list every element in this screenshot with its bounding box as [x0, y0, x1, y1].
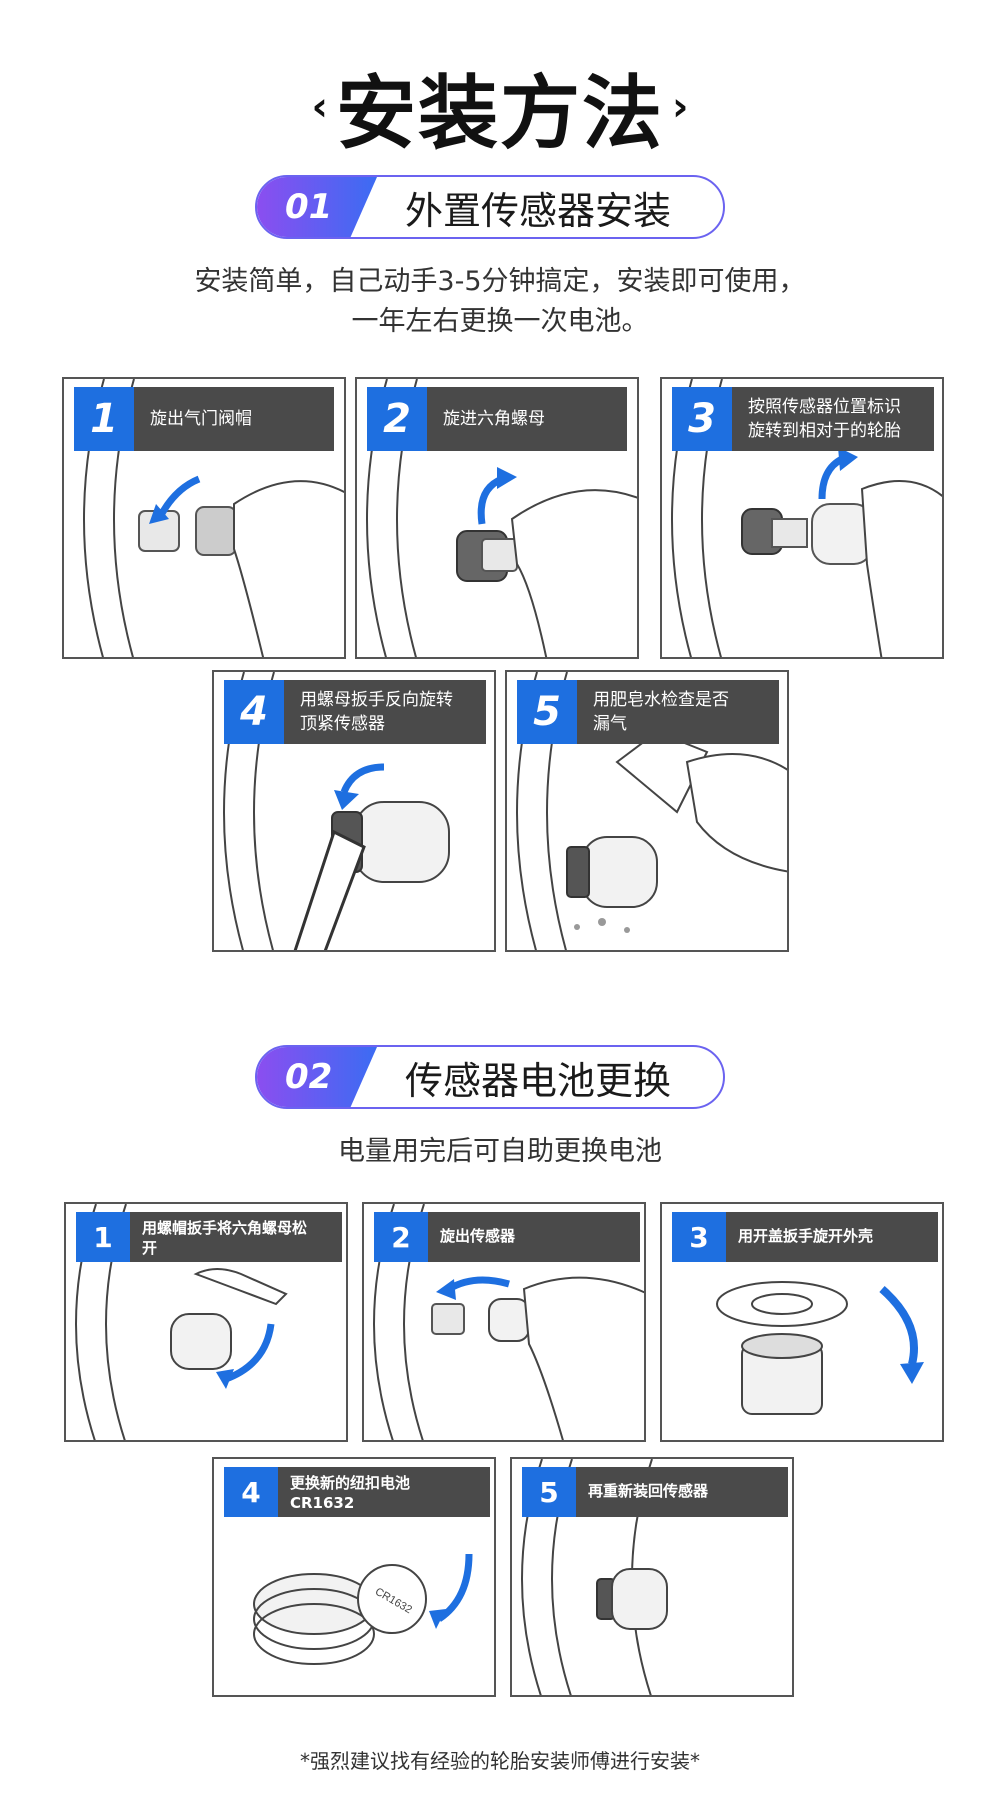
sensor-icon: [170, 1313, 232, 1370]
section1-desc-line1: 安装简单，自己动手3-5分钟搞定，安装即可使用，: [194, 266, 806, 297]
step-text: 旋出气门阀帽: [150, 409, 252, 429]
step-label: 5 再重新装回传感器: [522, 1467, 788, 1517]
step-text: 用螺母扳手反向旋转 顶紧传感器: [300, 690, 453, 734]
tire-valve-illustration: [83, 379, 344, 657]
blue-arrow-icon: [879, 1285, 918, 1365]
step-number: 3: [672, 1212, 726, 1262]
step-label: 4 更换新的纽扣电池 CR1632: [224, 1467, 490, 1517]
wrench-illustration: [223, 672, 450, 950]
blue-arrow-icon: [224, 1323, 275, 1383]
step-label: 3 按照传感器位置标识 旋转到相对于的轮胎: [672, 387, 934, 451]
sensor-icon: [581, 836, 658, 908]
section1-header: 01 外置传感器安装: [255, 175, 725, 239]
section2-desc: 电量用完后可自助更换电池: [338, 1136, 662, 1167]
section1-title: 外置传感器安装: [405, 188, 672, 233]
blue-arrow-icon: [155, 475, 201, 521]
section2-header: 02 传感器电池更换: [255, 1045, 725, 1109]
battery-illustration: CR1632: [253, 1553, 473, 1665]
step-text: 旋进六角螺母: [443, 409, 545, 429]
title-left-bracket: ‹: [311, 84, 328, 130]
step-label: 3 用开盖扳手旋开外壳: [672, 1212, 938, 1262]
section1-number: 01: [257, 177, 377, 237]
page-title: 安装方法: [336, 67, 664, 160]
blue-arrow-icon: [818, 455, 844, 500]
battery-step-3-panel: 3 用开盖扳手旋开外壳: [660, 1202, 944, 1442]
step-text: 用肥皂水检查是否 漏气: [593, 690, 729, 734]
spray-bottle-illustration: [516, 672, 787, 950]
step-label: 2 旋进六角螺母: [367, 387, 627, 451]
sensor-icon: [353, 801, 450, 883]
battery-step-5-panel: 5 再重新装回传感器: [510, 1457, 794, 1697]
step-number: 2: [374, 1212, 428, 1262]
sensor-icon: [611, 1568, 668, 1630]
install-step-4-panel: 4 用螺母扳手反向旋转 顶紧传感器: [212, 670, 496, 952]
step-label: 1 旋出气门阀帽: [74, 387, 334, 451]
section2-title: 传感器电池更换: [405, 1058, 672, 1103]
step-number: 4: [224, 680, 284, 744]
wrench-icon: [293, 829, 366, 950]
step-number: 1: [76, 1212, 130, 1262]
step-number: 1: [74, 387, 134, 451]
step-label: 5 用肥皂水检查是否 漏气: [517, 680, 779, 744]
page-title-row: ‹ 安装方法 ›: [0, 52, 1000, 162]
step-number: 5: [517, 680, 577, 744]
blue-arrow-icon: [340, 763, 385, 794]
section1-desc-line2: 一年左右更换一次电池。: [351, 306, 649, 337]
tire-valve-illustration: [671, 379, 942, 657]
battery-step-2-panel: 2 旋出传感器: [362, 1202, 646, 1442]
wrench-icon: [193, 1268, 288, 1306]
step-label: 4 用螺母扳手反向旋转 顶紧传感器: [224, 680, 486, 744]
step-text: 更换新的纽扣电池 CR1632: [290, 1474, 411, 1512]
step-label: 1 用螺帽扳手将六角螺母松 开: [76, 1212, 342, 1262]
battery-step-1-panel: 1 用螺帽扳手将六角螺母松 开: [64, 1202, 348, 1442]
step-label: 2 旋出传感器: [374, 1212, 640, 1262]
battery-step-4-panel: CR1632 4 更换新的纽扣电池 CR1632: [212, 1457, 496, 1697]
coin-battery-icon: [357, 1564, 427, 1634]
sensor-icon: [488, 1298, 530, 1342]
install-step-5-panel: 5 用肥皂水检查是否 漏气: [505, 670, 789, 952]
step-number: 5: [522, 1467, 576, 1517]
step-text: 按照传感器位置标识 旋转到相对于的轮胎: [748, 397, 901, 441]
blue-arrow-icon: [447, 1276, 510, 1293]
install-step-3-panel: 3 按照传感器位置标识 旋转到相对于的轮胎: [660, 377, 944, 659]
title-right-bracket: ›: [672, 84, 689, 130]
tire-wrench-illustration: [75, 1204, 288, 1440]
footer-note: *强烈建议找有经验的轮胎安装师傅进行安装*: [300, 1749, 700, 1773]
step-text: 用螺帽扳手将六角螺母松 开: [142, 1219, 308, 1257]
open-case-illustration: [716, 1281, 924, 1415]
install-step-2-panel: 2 旋进六角螺母: [355, 377, 639, 659]
blue-arrow-icon: [436, 1553, 473, 1622]
step-text: 再重新装回传感器: [588, 1482, 709, 1500]
step-number: 2: [367, 387, 427, 451]
install-step-1-panel: 1 旋出气门阀帽: [62, 377, 346, 659]
step-text: 旋出传感器: [440, 1227, 516, 1245]
tire-valve-illustration: [373, 1204, 644, 1440]
step-text: 用开盖扳手旋开外壳: [738, 1227, 874, 1245]
step-number: 3: [672, 387, 732, 451]
step-number: 4: [224, 1467, 278, 1517]
section2-number: 02: [257, 1047, 377, 1107]
